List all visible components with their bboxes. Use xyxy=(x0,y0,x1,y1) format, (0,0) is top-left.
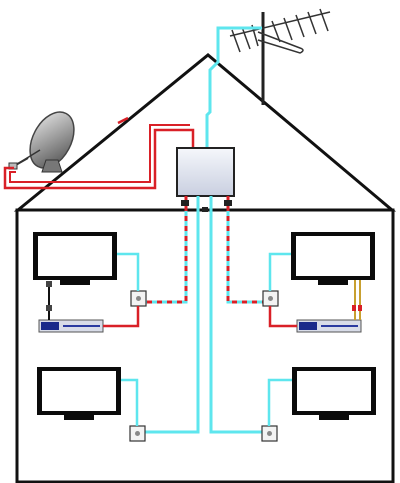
tv-lower-right xyxy=(292,367,376,420)
satellite-feed-cables xyxy=(3,116,195,190)
receiver-right xyxy=(296,319,362,333)
tv-aerial-icon xyxy=(229,8,331,105)
distribution-box-icon xyxy=(176,147,235,197)
tv-lower-left xyxy=(37,367,121,420)
tv-upper-left xyxy=(33,232,117,285)
tv-upper-right xyxy=(291,232,375,285)
television-icon xyxy=(291,232,375,285)
television-icon xyxy=(37,367,121,420)
satellite-dish-icon xyxy=(8,111,75,173)
set-top-box-icon xyxy=(296,319,362,333)
trunk-cables xyxy=(140,196,272,434)
aerial-feed-cable xyxy=(205,26,262,150)
television-icon xyxy=(292,367,376,420)
set-top-box-icon xyxy=(38,319,104,333)
television-icon xyxy=(33,232,117,285)
receiver-left xyxy=(38,319,104,333)
room-cables xyxy=(46,252,362,426)
wall-socket-icon xyxy=(129,290,279,442)
